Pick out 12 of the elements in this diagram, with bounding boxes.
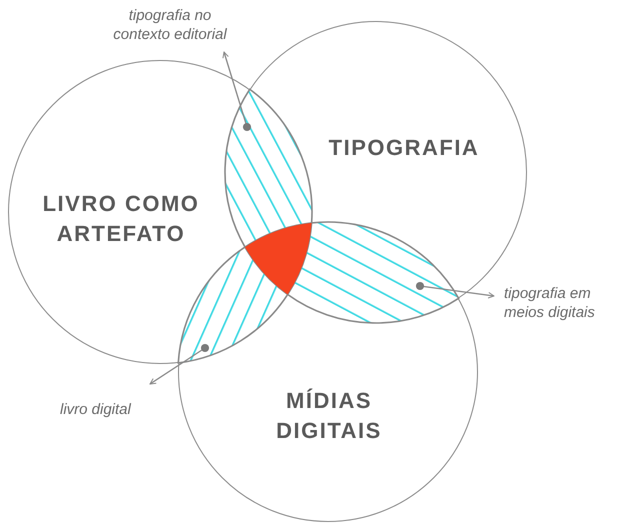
set-title: LIVRO COMO ARTEFATO [42, 190, 200, 248]
leader-line [150, 344, 210, 385]
hatched-overlap-region [224, 88, 313, 248]
set-title: TIPOGRAFIA [328, 134, 480, 162]
set-title: MÍDIAS DIGITAIS [275, 387, 383, 445]
overlap-caption: livro digital [60, 400, 160, 419]
leader-line [416, 282, 494, 299]
overlap-caption: tipografia no contexto editorial [100, 6, 240, 44]
hatched-overlap-region [286, 221, 460, 324]
overlap-caption: tipografia em meios digitais [504, 284, 624, 322]
leader-line [222, 52, 252, 132]
hatched-overlap-region [177, 246, 288, 364]
